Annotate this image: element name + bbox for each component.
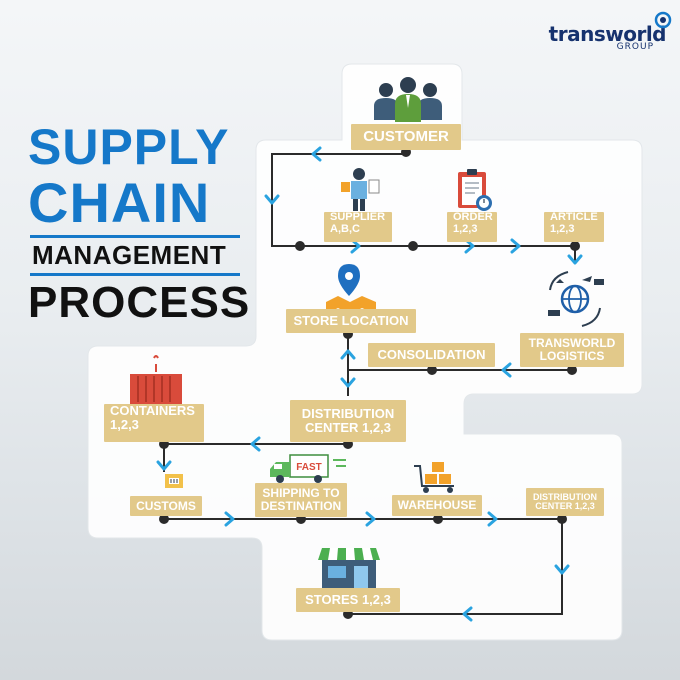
node-customer: CUSTOMER	[351, 124, 461, 150]
dot-order	[408, 241, 418, 251]
map-pin-icon	[326, 264, 376, 314]
order-clipboard-icon	[458, 169, 492, 211]
order-line-2: 1,2,3	[453, 222, 478, 235]
order-line-1: ORDER	[453, 211, 493, 223]
dot-article	[570, 241, 580, 251]
supplier-line-2: A,B,C	[330, 222, 360, 235]
arrow-down-1	[264, 194, 280, 205]
node-stores: STORES 1,2,3	[296, 588, 400, 612]
dot-dist2	[557, 514, 567, 524]
brand-group: GROUP	[616, 42, 654, 52]
dot-consolidation	[427, 365, 437, 375]
arrow-right-4	[224, 511, 235, 527]
brand-logo: transworld GROUP	[538, 22, 667, 52]
node-customs: CUSTOMS	[130, 496, 202, 516]
shipping-container-icon	[130, 355, 182, 404]
transworld-line-2: LOGISTICS	[539, 349, 605, 363]
shipping-line-1: SHIPPING TO	[262, 486, 340, 501]
arrow-down-2	[567, 254, 583, 265]
title-line-3: MANAGEMENT	[32, 240, 227, 270]
customs-box-icon	[165, 474, 183, 488]
node-warehouse: WAREHOUSE	[392, 495, 482, 516]
dist2-line-1: DISTRIBUTION	[533, 491, 597, 502]
globe-logistics-icon	[548, 271, 604, 327]
node-order: ORDER 1,2,3	[447, 211, 497, 242]
flow-arrows	[156, 146, 583, 622]
arrow-right-5	[365, 511, 376, 527]
containers-line-2: 1,2,3	[110, 416, 139, 432]
brand-name: transworld	[548, 22, 667, 46]
dot-warehouse	[433, 514, 443, 524]
arrow-left-2	[501, 362, 512, 378]
title-line-2: CHAIN	[28, 171, 211, 234]
arrow-right-3	[510, 238, 521, 254]
dot-supplier	[295, 241, 305, 251]
arrow-left-4	[462, 606, 473, 622]
arrow-down-4	[156, 460, 172, 471]
supplier-line-1: SUPPLIER	[330, 211, 386, 223]
arrow-up-1	[340, 349, 356, 360]
node-distribution-center: DISTRIBUTION CENTER 1,2,3	[290, 400, 406, 442]
arrow-down-3	[340, 377, 356, 388]
truck-fast-label: FAST	[296, 462, 322, 473]
node-transworld-logistics: TRANSWORLD LOGISTICS	[520, 333, 624, 367]
containers-line-1: CONTAINERS	[110, 403, 195, 418]
fast-truck-icon: FAST	[270, 454, 346, 483]
node-supplier: SUPPLIER A,B,C	[324, 211, 392, 242]
arrow-down-5	[554, 564, 570, 575]
arrow-right-6	[487, 511, 498, 527]
warehouse-cart-icon	[414, 462, 454, 493]
storefront-icon	[318, 548, 380, 588]
node-consolidation: CONSOLIDATION	[368, 343, 495, 367]
shipping-line-2: DESTINATION	[260, 499, 342, 513]
title-line-4: PROCESS	[28, 278, 251, 327]
node-store-location: STORE LOCATION	[286, 309, 416, 333]
arrow-right-2	[464, 238, 475, 254]
node-shipping: SHIPPING TO DESTINATION	[255, 483, 347, 517]
node-article: ARTICLE 1,2,3	[544, 211, 604, 242]
customer-group-icon	[374, 77, 442, 122]
title-rule-top	[30, 235, 240, 238]
article-line-2: 1,2,3	[550, 222, 575, 235]
node-containers: CONTAINERS 1,2,3	[104, 404, 204, 442]
dist2-line-2: CENTER 1,2,3	[535, 501, 595, 511]
dot-customs	[159, 514, 169, 524]
article-line-1: ARTICLE	[550, 211, 598, 223]
arrow-left-3	[250, 436, 261, 452]
supplier-icon	[341, 168, 380, 211]
title-line-1: SUPPLY	[28, 119, 230, 175]
transworld-line-1: TRANSWORLD	[528, 336, 616, 351]
arrow-right-1	[350, 238, 361, 254]
dot-transworld	[567, 365, 577, 375]
title-rule-bottom	[30, 273, 240, 276]
arrow-left-1	[311, 146, 322, 162]
distribution-line-2: CENTER 1,2,3	[305, 420, 391, 435]
node-distribution-center-2: DISTRIBUTION CENTER 1,2,3	[526, 488, 604, 516]
distribution-line-1: DISTRIBUTION	[301, 406, 395, 422]
